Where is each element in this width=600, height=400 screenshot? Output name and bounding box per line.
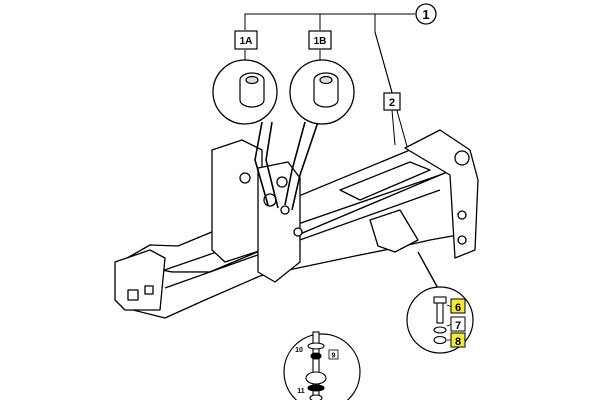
callout-9[interactable]: 9 (328, 349, 339, 360)
leader-lines (244, 13, 441, 293)
bolt-icon (433, 296, 447, 324)
mount-stack-icon (305, 331, 327, 400)
callout-6[interactable]: 6 (450, 298, 466, 314)
pivot-hole (276, 176, 288, 188)
frame-front-hole (457, 210, 467, 220)
bushing-detail-1a (212, 59, 278, 125)
bushing-icon (313, 72, 339, 108)
frame-rear-plate (114, 249, 166, 311)
frame-front-hole (454, 150, 470, 166)
callout-2-label: 2 (389, 97, 395, 109)
callout-1b-label: 1B (314, 36, 327, 47)
pivot-hole (293, 227, 303, 237)
leader-to-bolt-callout (417, 251, 441, 293)
callout-8[interactable]: 8 (450, 332, 466, 348)
pivot-bracket (211, 139, 303, 283)
pivot-hole (239, 172, 251, 184)
callout-1b[interactable]: 1B (308, 30, 332, 50)
bracket-front-plate (257, 161, 301, 283)
frame-cross-member (339, 161, 431, 201)
frame-rear-slot (127, 289, 139, 301)
mount-detail-circle (283, 333, 361, 400)
frame-rear-slot (144, 285, 154, 295)
callout-6-label: 6 (455, 302, 461, 314)
mount-detail (283, 331, 361, 400)
callout-7-label: 7 (455, 320, 461, 332)
bushing-icon (239, 72, 265, 108)
leader-1-to-bracket (374, 31, 409, 151)
callout-10-label: 10 (295, 347, 303, 354)
callout-7[interactable]: 7 (450, 316, 466, 332)
bushing-detail-1b (289, 59, 355, 125)
bushing-pointers (254, 121, 319, 211)
callout-11-label: 11 (297, 388, 305, 395)
callout-9-label: 9 (332, 353, 336, 360)
washer-icon (433, 326, 447, 334)
callout-8-label: 8 (455, 336, 461, 348)
frame-front-hole (457, 235, 467, 245)
nut-icon (433, 335, 447, 345)
callout-1a[interactable]: 1A (234, 30, 258, 50)
pivot-hole (280, 205, 290, 215)
callout-10[interactable]: 10 (295, 347, 303, 354)
callout-11[interactable]: 11 (297, 388, 305, 395)
leader-1-bracket (244, 13, 415, 30)
frame-lower-bracket (369, 209, 419, 253)
callout-2[interactable]: 2 (383, 92, 401, 111)
leader-2-to-frame (391, 109, 396, 146)
callout-1-label: 1 (422, 7, 429, 22)
callout-1[interactable]: 1 (415, 3, 437, 25)
callout-1a-label: 1A (240, 36, 253, 47)
